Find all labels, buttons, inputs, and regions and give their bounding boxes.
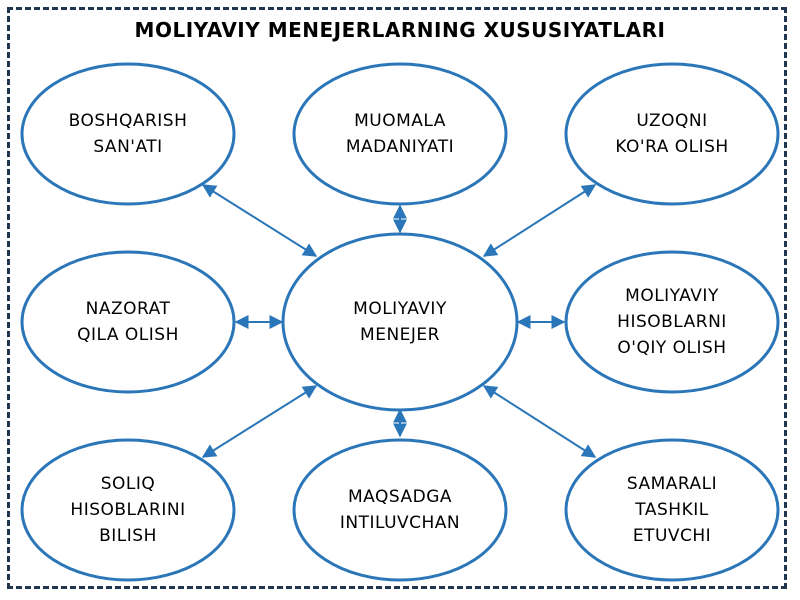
ellipse-bottom-center: [292, 438, 508, 582]
dashed-frame: [7, 7, 787, 589]
node-line: HISOBLARINI: [70, 500, 186, 520]
ellipse-top-left: [20, 62, 236, 206]
node-soliq-hisoblarini: SOLIQ HISOBLARINI BILISH: [30, 450, 226, 570]
node-line: TASHKIL: [635, 500, 709, 520]
node-boshqarish-sanati: BOSHQARISH SAN'ATI: [30, 74, 226, 194]
node-line: MADANIYATI: [345, 137, 455, 157]
node-samarali-tashkil: SAMARALI TASHKIL ETUVCHI: [574, 450, 770, 570]
ellipse-middle-left: [20, 250, 236, 394]
node-line: NAZORAT: [85, 299, 171, 319]
connector-bottom-right: [482, 385, 597, 458]
ellipse-middle-right: [564, 250, 780, 394]
node-line: MOLIYAVIY: [625, 286, 719, 306]
node-line: HISOBLARNI: [617, 312, 727, 332]
node-line: MAQSADGA: [347, 487, 452, 507]
connector-bottom-left: [201, 385, 318, 458]
connector-top-right: [482, 184, 597, 257]
node-line: MUOMALA: [354, 111, 446, 131]
ellipse-top-right: [564, 62, 780, 206]
ellipse-center: [281, 232, 519, 412]
node-line: KO'RA OLISH: [615, 137, 729, 157]
node-nazorat-qila-olish: NAZORAT QILA OLISH: [30, 262, 226, 382]
node-line: BILISH: [99, 526, 157, 546]
ellipse-bottom-left: [20, 438, 236, 582]
node-line: SAN'ATI: [93, 137, 163, 157]
node-moliyaviy-hisoblarni: MOLIYAVIY HISOBLARNI O'QIY OLISH: [574, 262, 770, 382]
node-moliyaviy-menejer: MOLIYAVIY MENEJER: [300, 262, 500, 382]
node-line: QILA OLISH: [77, 325, 179, 345]
node-maqsadga-intiluvchan: MAQSADGA INTILUVCHAN: [302, 450, 498, 570]
connector-top-left: [201, 184, 318, 257]
node-muomala-madaniyati: MUOMALA MADANIYATI: [302, 74, 498, 194]
node-line: INTILUVCHAN: [339, 513, 461, 533]
node-line: MENEJER: [360, 325, 440, 345]
ellipse-top-center: [292, 62, 508, 206]
node-line: MOLIYAVIY: [353, 299, 447, 319]
ellipse-bottom-right: [564, 438, 780, 582]
node-uzoqni-kora-olish: UZOQNI KO'RA OLISH: [574, 74, 770, 194]
node-line: O'QIY OLISH: [617, 338, 727, 358]
node-line: SAMARALI: [626, 474, 718, 494]
diagram-title: MOLIYAVIY MENEJERLARNING XUSUSIYATLARI: [134, 18, 666, 42]
node-line: BOSHQARISH: [68, 111, 188, 131]
node-line: ETUVCHI: [632, 526, 712, 546]
node-line: UZOQNI: [636, 111, 708, 131]
node-line: SOLIQ: [100, 474, 156, 494]
